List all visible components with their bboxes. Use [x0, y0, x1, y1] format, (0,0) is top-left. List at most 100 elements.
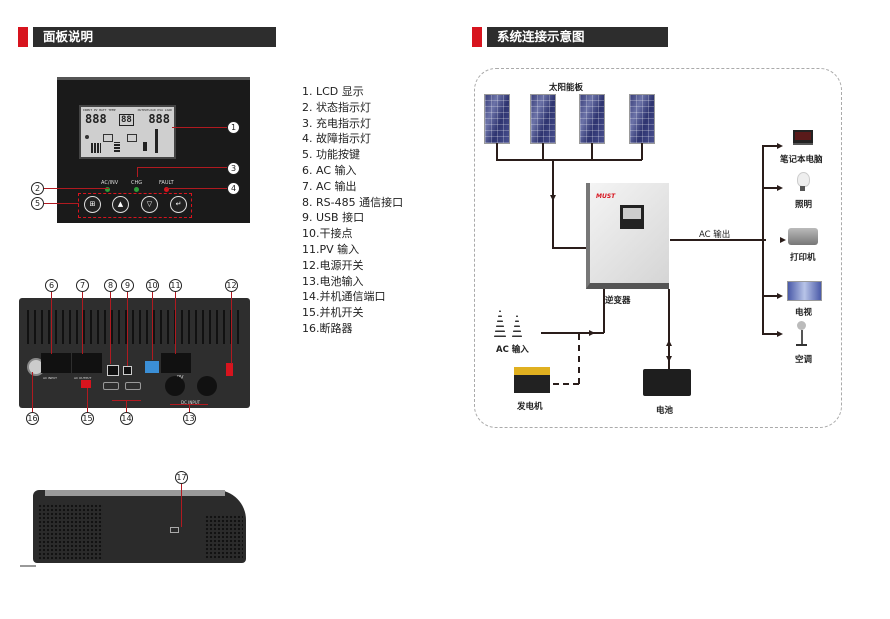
load-label-light: 照明	[795, 200, 813, 210]
inverter-lcd	[623, 208, 641, 219]
up-button[interactable]: ▲	[112, 196, 129, 213]
lcd-digits-right: 888	[148, 112, 170, 126]
ac-input-label: AC INPUT	[43, 376, 58, 380]
arrow-down-icon	[549, 195, 556, 201]
callout-line	[126, 400, 127, 412]
lcd-display: INPUT PV BATT TEMP OUTPUTLOAD KVA LOAD 8…	[79, 105, 176, 159]
ac-input-terminal	[41, 353, 71, 373]
rear-panel: AC INPUT AC OUTPUT PV DC INPUT	[19, 298, 250, 408]
indicator-label-ac-inv: AC/INV	[101, 180, 119, 186]
front-panel: INPUT PV BATT TEMP OUTPUTLOAD KVA LOAD 8…	[57, 77, 250, 223]
wire	[668, 289, 670, 369]
menu-button[interactable]: ⊞	[84, 196, 101, 213]
callout-2: 2	[31, 182, 44, 195]
callout-line	[152, 292, 153, 360]
wire	[762, 145, 764, 334]
callout-line	[44, 203, 79, 204]
side-foot	[20, 565, 36, 567]
arrow-up-icon	[665, 340, 672, 346]
inverter-display	[620, 205, 644, 229]
parallel-port	[103, 382, 119, 390]
light-bulb-base	[800, 186, 805, 191]
usb-port	[123, 366, 132, 375]
lcd-inverter-icon	[127, 134, 137, 142]
solar-panel	[579, 94, 605, 144]
header-accent	[472, 27, 482, 47]
parallel-switch[interactable]	[81, 380, 91, 388]
callout-line	[170, 404, 208, 405]
legend-item: 6. AC 输入	[302, 163, 357, 177]
menu-icon: ⊞	[89, 200, 96, 208]
callout-line	[166, 188, 227, 189]
wire	[762, 187, 778, 189]
callout-line	[137, 167, 227, 168]
callout-7: 7	[76, 279, 89, 292]
load-label-printer: 打印机	[790, 253, 816, 263]
battery-terminal	[165, 376, 185, 396]
fan-base	[796, 344, 807, 346]
legend-item: 15.并机开关	[302, 306, 364, 320]
lcd-digits-mid: 88	[119, 114, 134, 126]
function-buttons-group	[78, 193, 192, 218]
solar-panels-label: 太阳能板	[549, 83, 584, 93]
arrow-down-icon	[665, 356, 672, 362]
arrow-right-icon	[777, 330, 783, 337]
ac-output-label: AC OUTPUT	[74, 376, 92, 380]
legend-item: 8. RS-485 通信接口	[302, 195, 404, 209]
callout-5: 5	[31, 197, 44, 210]
generator-icon	[514, 367, 550, 393]
wire	[670, 239, 766, 241]
lcd-label-left: INPUT PV BATT TEMP	[83, 108, 116, 112]
down-arrow-icon: ▽	[146, 200, 153, 208]
rear-vents	[27, 310, 242, 344]
callout-line	[172, 127, 227, 128]
legend-item: 16.断路器	[302, 321, 353, 335]
printer-icon	[788, 228, 818, 245]
callout-line	[175, 292, 176, 354]
callout-line	[137, 167, 138, 177]
callout-line	[51, 292, 52, 354]
dry-contact-terminal	[145, 361, 159, 373]
arrow-right-icon	[777, 292, 783, 299]
ac-output-label: AC 输出	[699, 230, 731, 240]
side-vents-right	[205, 515, 243, 560]
legend-item: 4. 故障指示灯	[302, 132, 371, 146]
callout-9: 9	[121, 279, 134, 292]
callout-13: 13	[183, 412, 196, 425]
callout-3: 3	[227, 162, 240, 175]
lcd-digits-left: 888	[85, 112, 107, 126]
dc-input-label: DC INPUT	[181, 400, 201, 405]
battery-terminal	[197, 376, 217, 396]
light-bulb-icon	[797, 172, 810, 187]
callout-17: 17	[175, 471, 188, 484]
callout-line	[181, 484, 182, 527]
down-button[interactable]: ▽	[141, 196, 158, 213]
inverter-brand: MUST	[596, 193, 616, 200]
right-section-header: 系统连接示意图	[472, 27, 668, 47]
lcd-label-right: OUTPUTLOAD KVA LOAD	[137, 108, 172, 112]
enter-button[interactable]: ↵	[170, 196, 187, 213]
left-section-header: 面板说明	[18, 27, 276, 47]
callout-16: 16	[26, 412, 39, 425]
wire	[552, 159, 554, 248]
wire	[762, 295, 778, 297]
enter-icon: ↵	[175, 200, 182, 208]
callout-line	[32, 372, 33, 412]
generator-label: 发电机	[517, 402, 543, 412]
pv-input-terminal	[161, 353, 191, 373]
wire	[552, 247, 587, 249]
power-switch[interactable]	[226, 363, 233, 376]
callout-line	[110, 292, 111, 364]
fan-stand	[801, 330, 803, 344]
dashed-wire	[578, 334, 580, 384]
indicator-label-fault: FAULT	[159, 180, 174, 186]
arrow-right-icon	[780, 236, 786, 243]
callout-line	[44, 188, 109, 189]
dashed-wire	[553, 383, 579, 385]
header-accent	[18, 27, 28, 47]
arrow-right-icon	[777, 184, 783, 191]
up-arrow-icon: ▲	[117, 200, 124, 208]
ac-inv-led	[105, 187, 110, 192]
load-label-tv: 电视	[795, 308, 813, 318]
lcd-tower-icon	[155, 129, 158, 153]
